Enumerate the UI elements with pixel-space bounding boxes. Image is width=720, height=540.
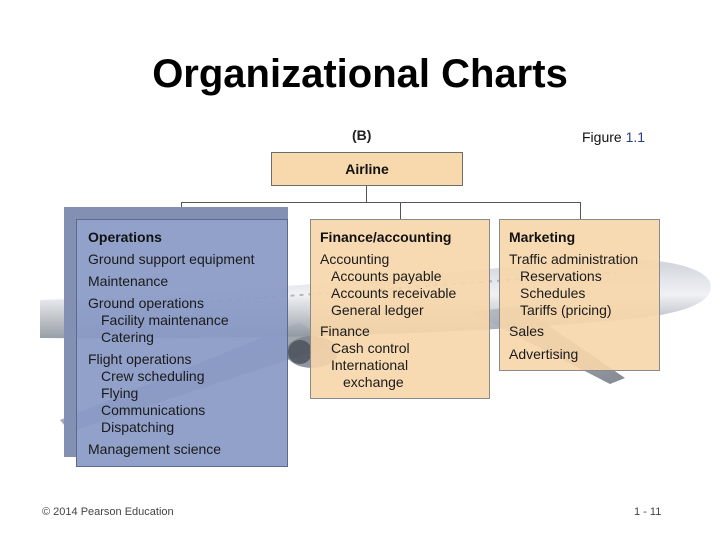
finance-subitem: Accounts payable [331,268,442,284]
connector-horizontal [181,202,580,203]
operations-box-depth-top [64,207,288,219]
finance-subitem: General ledger [331,302,424,318]
marketing-item: Sales [509,323,545,339]
marketing-subitem: Reservations [520,268,602,284]
slide-title: Organizational Charts [152,52,568,96]
marketing-item: Advertising [509,346,579,362]
panel-letter: (B) [352,127,372,143]
finance-box: Finance/accounting Accounting Accounts p… [310,219,490,399]
operations-box-depth-left [64,207,76,457]
copyright-footer: © 2014 Pearson Education [42,506,174,518]
operations-item: Ground operations [88,295,204,311]
finance-subitem: Accounts receivable [331,285,457,301]
root-box-airline: Airline [271,152,463,186]
figure-label-prefix: Figure [582,129,626,145]
operations-item: Management science [88,441,222,457]
marketing-title: Marketing [509,229,576,245]
marketing-box: Marketing Traffic administration Reserva… [499,219,660,371]
figure-label: Figure 1.1 [582,129,645,145]
marketing-subitem: Tariffs (pricing) [520,302,612,318]
finance-title: Finance/accounting [320,229,452,245]
connector-root-down [366,186,367,202]
operations-subitem: Flying [101,385,139,401]
connector-finance [400,202,401,219]
marketing-item: Traffic administration [509,251,639,267]
figure-label-number: 1.1 [625,129,646,145]
operations-item: Maintenance [88,273,169,289]
page-number: 1 - 11 [634,506,662,518]
operations-subitem: Communications [101,402,206,418]
operations-subitem: Dispatching [101,419,175,435]
finance-item: Finance [320,323,370,339]
connector-marketing [580,202,581,219]
operations-title: Operations [88,229,162,245]
finance-subitem: International [331,357,409,373]
marketing-subitem: Schedules [520,285,586,301]
operations-subitem: Facility maintenance [101,312,229,328]
operations-box: Operations Ground support equipment Main… [76,219,288,467]
operations-item: Flight operations [88,351,192,367]
operations-subitem: Catering [101,329,154,345]
operations-item: Ground support equipment [88,251,255,267]
finance-subitem: Cash control [331,340,410,356]
finance-item: Accounting [320,251,390,267]
operations-subitem: Crew scheduling [101,368,205,384]
finance-subitem: exchange [343,374,404,390]
